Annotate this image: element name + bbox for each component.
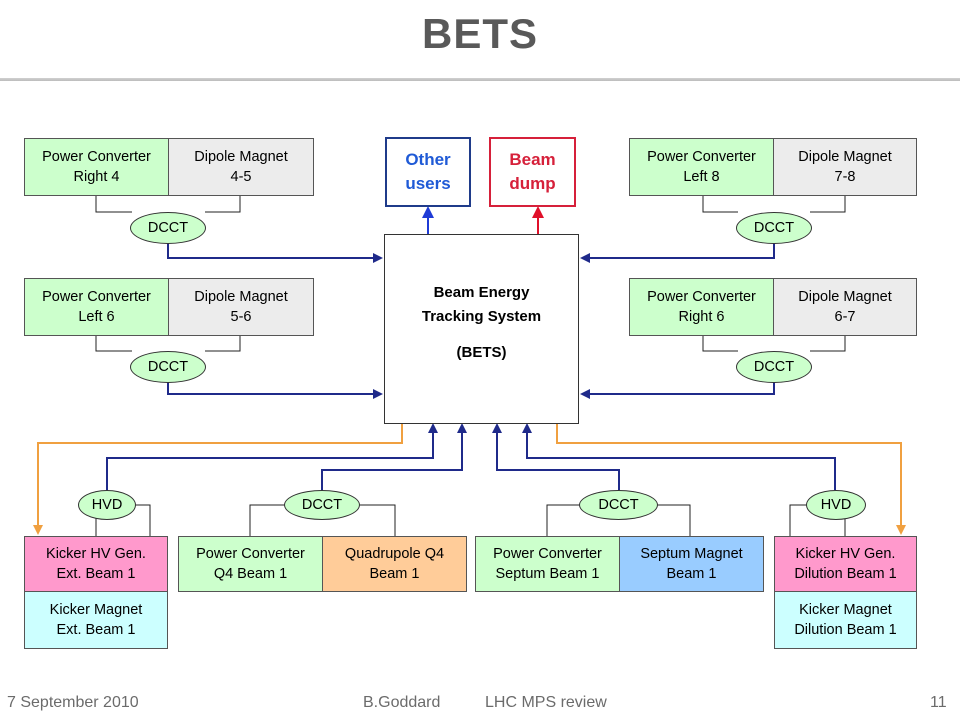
bets-acronym: (BETS) <box>456 344 507 361</box>
footer-date: 7 September 2010 <box>7 694 139 711</box>
footer-author: B.Goddard <box>363 694 441 711</box>
kicker-hv-gen-dilution: Kicker HV Gen.Dilution Beam 1 <box>774 536 917 592</box>
title-divider <box>0 78 960 81</box>
dcct-sensor-q4: DCCT <box>284 490 360 520</box>
dcct-sensor-right-4: DCCT <box>130 212 206 244</box>
dcct-sensor-right-6: DCCT <box>736 351 812 383</box>
hvd-sensor-ext: HVD <box>78 490 136 520</box>
hvd-sensor-dilution: HVD <box>806 490 866 520</box>
dcct-sensor-left-8: DCCT <box>736 212 812 244</box>
dcct-sensor-left-6: DCCT <box>130 351 206 383</box>
slide-title: BETS <box>421 10 538 57</box>
bets-title-line-2: Tracking System <box>421 308 542 325</box>
bets-title-line-1: Beam Energy <box>433 284 530 301</box>
footer-page-number: 11 <box>930 694 947 711</box>
kicker-hv-gen-ext: Kicker HV Gen.Ext. Beam 1 <box>24 536 168 592</box>
footer-event: LHC MPS review <box>485 694 607 711</box>
bets-system-box: Beam Energy Tracking System (BETS) <box>384 234 579 424</box>
dcct-sensor-septum: DCCT <box>579 490 658 520</box>
